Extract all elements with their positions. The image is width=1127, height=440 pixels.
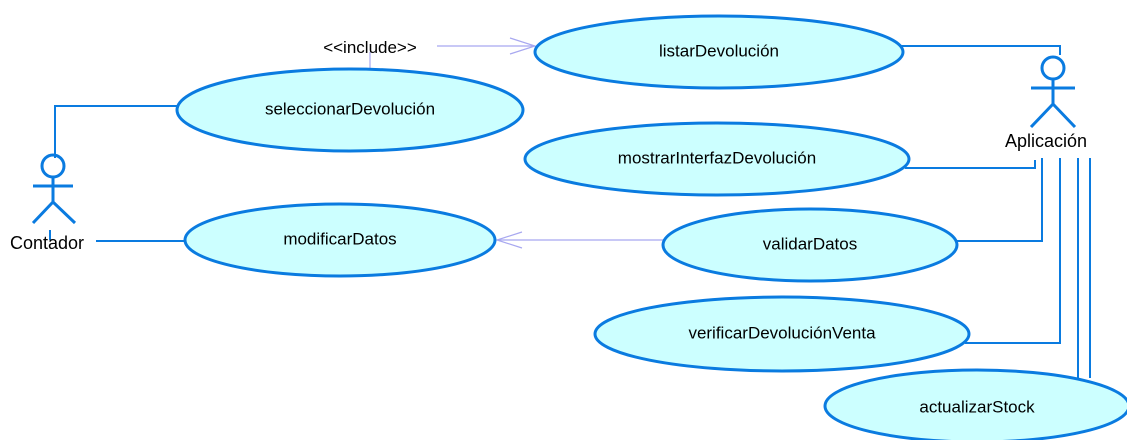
use-case-label: modificarDatos (283, 229, 396, 248)
validar-modificar-arrowhead (495, 231, 523, 249)
actor-label: Aplicación (1005, 131, 1087, 151)
use-case-label: seleccionarDevolución (265, 99, 435, 118)
actor-contador[interactable]: Contador (10, 153, 84, 253)
use-case-shape (523, 121, 911, 197)
actor-legs (1029, 101, 1077, 129)
include-arrowhead (509, 37, 537, 55)
actor-legs (31, 199, 77, 225)
use-case-label: listarDevolución (659, 41, 779, 60)
use-case-modificar[interactable]: modificarDatos (183, 202, 497, 278)
use-case-shape (533, 14, 905, 90)
assoc-aplicacion-validar (955, 158, 1043, 242)
assoc-aplicacion-mostrar (905, 160, 1036, 169)
use-case-shape (593, 295, 971, 373)
use-case-label: validarDatos (763, 234, 858, 253)
assoc-aplicacion-listar (900, 45, 1061, 55)
use-case-label: actualizarStock (919, 397, 1035, 416)
use-case-verificar[interactable]: verificarDevoluciónVenta (593, 295, 971, 373)
use-case-shape (823, 368, 1127, 440)
use-case-listar[interactable]: listarDevolución (533, 14, 905, 90)
use-case-label: mostrarInterfazDevolución (618, 148, 816, 167)
include-stereotype: <<include>> (323, 38, 417, 57)
use-case-actualizar[interactable]: actualizarStock (823, 368, 1127, 440)
assoc-aplicacion-verificar (965, 158, 1061, 344)
assoc-contador-seleccionar (54, 105, 180, 158)
use-case-shape (175, 67, 525, 153)
actor-aplicacion[interactable]: Aplicación (1005, 55, 1087, 151)
actor-head (40, 153, 66, 179)
actor-head (1040, 55, 1066, 81)
use-case-label: verificarDevoluciónVenta (688, 323, 876, 342)
use-case-seleccionar[interactable]: seleccionarDevolución (175, 67, 525, 153)
actor-label: Contador (10, 233, 84, 253)
use-case-mostrar[interactable]: mostrarInterfazDevolución (523, 121, 911, 197)
use-case-shape (661, 207, 959, 283)
use-case-shape (183, 202, 497, 278)
use-case-validar[interactable]: validarDatos (661, 207, 959, 283)
